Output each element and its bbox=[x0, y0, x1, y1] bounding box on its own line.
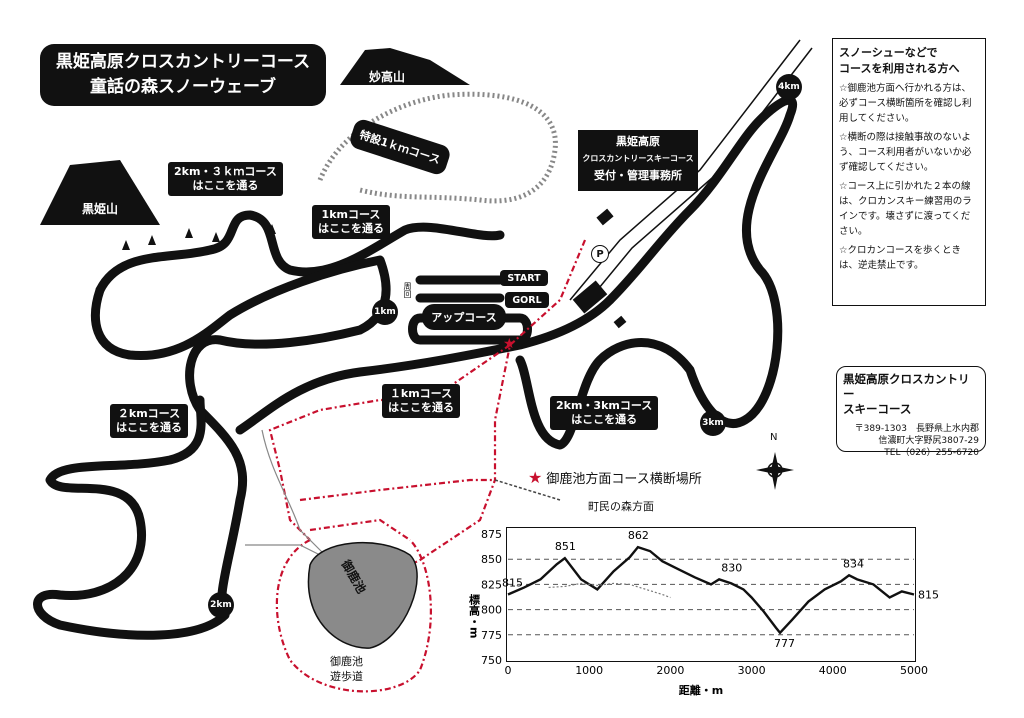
km-marker-2: 2km bbox=[208, 592, 234, 618]
data-label: 851 bbox=[555, 540, 576, 553]
course-track-loop-left bbox=[90, 255, 391, 620]
parking-icon: P bbox=[591, 245, 609, 263]
km-marker-3: 3km bbox=[700, 410, 726, 436]
series-line bbox=[548, 582, 671, 599]
notice-box: スノーシューなどで コースを利用される方へ ☆御鹿池方面へ行かれる方は、必ずコー… bbox=[832, 38, 986, 306]
stream bbox=[261, 429, 326, 556]
north-label: N bbox=[770, 432, 778, 443]
myoko-mountain bbox=[340, 48, 470, 85]
office-line3: 受付・管理事務所 bbox=[594, 169, 682, 182]
callout-2-3km-top: 2km・３ｋｍコース はここを通る bbox=[168, 162, 283, 196]
crossing-legend-text: 御鹿池方面コース横断場所 bbox=[546, 472, 702, 487]
walkway-label: 御鹿池 遊歩道 bbox=[330, 655, 363, 683]
data-label: 830 bbox=[721, 561, 742, 574]
notice-item: ☆横断の際は接触事故のないよう、コース利用者がいないか必ず確認してください。 bbox=[839, 132, 972, 173]
building-icons bbox=[572, 208, 627, 329]
gorl-label: GORL bbox=[505, 292, 549, 308]
callout-2-3km-right: 2km・3kmコース はここを通る bbox=[550, 396, 659, 430]
office-label: 黒姫高原 クロスカントリースキーコース 受付・管理事務所 bbox=[578, 130, 698, 191]
course-track-start bbox=[415, 275, 505, 303]
star-icon: ★ bbox=[528, 468, 543, 487]
title-line2: 童話の森スノーウェーブ bbox=[90, 77, 276, 97]
course-track-west bbox=[95, 210, 505, 295]
title-line1: 黒姫高原クロスカントリーコース bbox=[55, 52, 311, 72]
myoko-label: 妙高山 bbox=[369, 70, 406, 84]
callout-1km-top: 1kmコース はここを通る bbox=[312, 205, 390, 239]
y-tick-label: 875 bbox=[481, 528, 502, 541]
road bbox=[569, 39, 801, 301]
notice-item: ☆クロカンコースを歩くときは、逆走禁止です。 bbox=[839, 245, 962, 271]
notice-heading: スノーシューなどで コースを利用される方へ bbox=[839, 46, 960, 75]
address-box: 黒姫高原クロスカントリー スキーコース 〒389-1303 長野県上水内郡 信濃… bbox=[836, 366, 986, 458]
office-line2: クロスカントリースキーコース bbox=[582, 154, 694, 163]
km-marker-4: 4km bbox=[776, 74, 802, 100]
address-name: 黒姫高原クロスカントリー スキーコース bbox=[843, 372, 970, 416]
special-course-track bbox=[317, 91, 558, 204]
x-tick-label: 3000 bbox=[738, 664, 766, 677]
road-edge bbox=[584, 47, 813, 306]
data-label: 834 bbox=[843, 557, 864, 570]
shukai-label: 周回 bbox=[403, 282, 412, 298]
crossing-legend: ★ 御鹿池方面コース横断場所 bbox=[528, 468, 702, 487]
walking-route-cross bbox=[299, 478, 495, 541]
crossing-star: ★ bbox=[503, 336, 516, 352]
notice-item: ☆御鹿池方面へ行かれる方は、必ずコース横断箇所を確認し利用してください。 bbox=[839, 83, 972, 124]
up-course-label: アップコース bbox=[422, 304, 506, 330]
y-tick-label: 800 bbox=[481, 604, 502, 617]
walking-route-pond-loop bbox=[275, 539, 432, 693]
course-track-center bbox=[235, 295, 615, 435]
y-tick-label: 825 bbox=[481, 578, 502, 591]
y-axis-label: 標高・m bbox=[468, 593, 481, 639]
pond-shape bbox=[307, 541, 418, 649]
x-tick-label: 2000 bbox=[656, 664, 684, 677]
elevation-chart-frame bbox=[506, 527, 916, 662]
map-title: 黒姫高原クロスカントリーコース 童話の森スノーウェーブ bbox=[40, 44, 326, 106]
walking-route-west bbox=[268, 344, 511, 541]
data-label: 815 bbox=[918, 588, 939, 601]
data-label: 862 bbox=[628, 529, 649, 542]
data-label: 777 bbox=[774, 637, 795, 650]
town-forest-label: 町民の森方面 bbox=[588, 500, 654, 513]
x-tick-label: 1000 bbox=[575, 664, 603, 677]
x-tick-label: 0 bbox=[505, 664, 512, 677]
callout-1km-mid: １kmコース はここを通る bbox=[382, 384, 460, 418]
series-line bbox=[507, 545, 915, 635]
data-label: 815 bbox=[502, 576, 523, 589]
course-track-south bbox=[33, 395, 230, 640]
start-label: START bbox=[500, 270, 548, 286]
kurohime-label: 黒姫山 bbox=[82, 202, 119, 216]
kurohime-mountain bbox=[40, 160, 160, 225]
notice-item: ☆コース上に引かれた２本の線は、クロカンスキー練習用のラインです。壊さずに渡って… bbox=[839, 181, 972, 237]
address-street: 信濃町大字野尻3807-29 bbox=[878, 436, 979, 446]
compass-icon bbox=[756, 452, 794, 490]
town-forest-path bbox=[494, 479, 561, 501]
x-axis-label: 距離・m bbox=[679, 683, 723, 697]
walking-route-main bbox=[379, 239, 587, 581]
km-marker-1: 1km bbox=[372, 299, 398, 325]
x-tick-label: 4000 bbox=[819, 664, 847, 677]
tree-icons bbox=[122, 224, 276, 250]
y-tick-label: 850 bbox=[481, 553, 502, 566]
course-track-up bbox=[408, 313, 532, 345]
callout-2km-left: ２kmコース はここを通る bbox=[110, 404, 188, 438]
address-tel: TEL（026）255-6720 bbox=[884, 448, 979, 458]
y-tick-label: 750 bbox=[481, 654, 502, 667]
x-tick-label: 5000 bbox=[900, 664, 928, 677]
address-postal: 〒389-1303 長野県上水内郡 bbox=[854, 424, 979, 434]
office-line1: 黒姫高原 bbox=[616, 135, 660, 148]
elevation-chart: 750 775 800 825 850 875 0 1000 2000 3000 4000 5000 距… bbox=[468, 528, 940, 697]
y-tick-label: 775 bbox=[481, 629, 502, 642]
